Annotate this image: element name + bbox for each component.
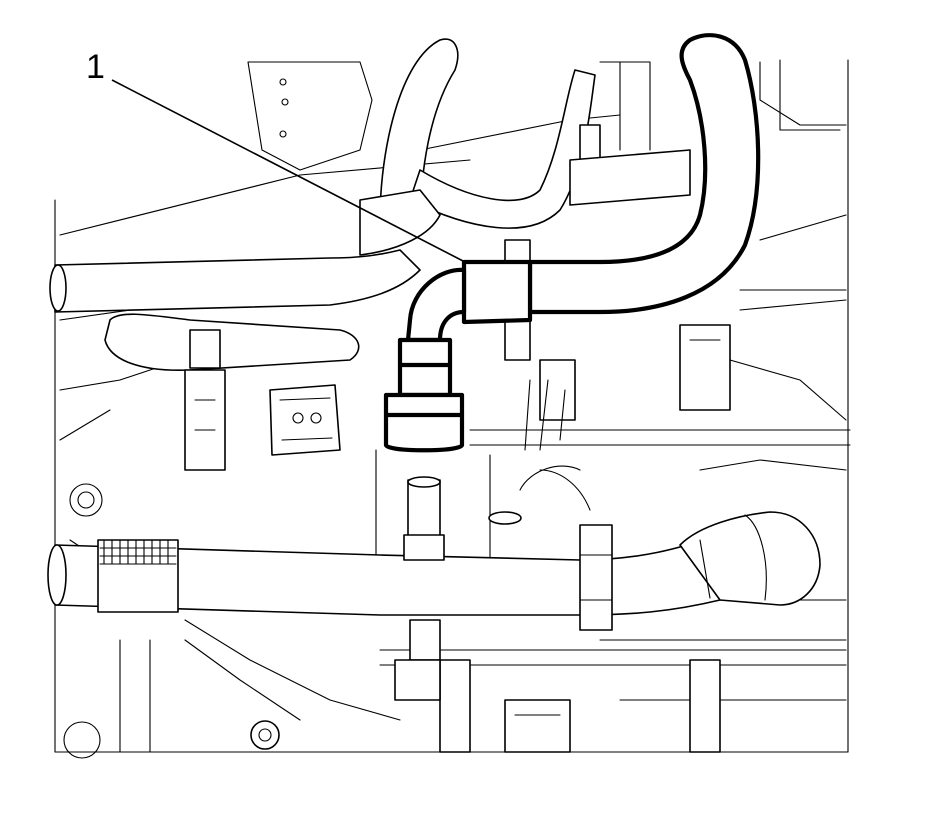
lower-main-hose: [47, 511, 821, 631]
upper-hoses: [49, 38, 691, 313]
callout-number-1: 1: [86, 48, 105, 86]
left-hose-loop: [104, 313, 360, 471]
callout-leader-line: [111, 79, 466, 263]
lower-brackets: [250, 659, 847, 753]
center-fitting-post: [403, 476, 522, 661]
highlighted-hose: [383, 33, 761, 453]
